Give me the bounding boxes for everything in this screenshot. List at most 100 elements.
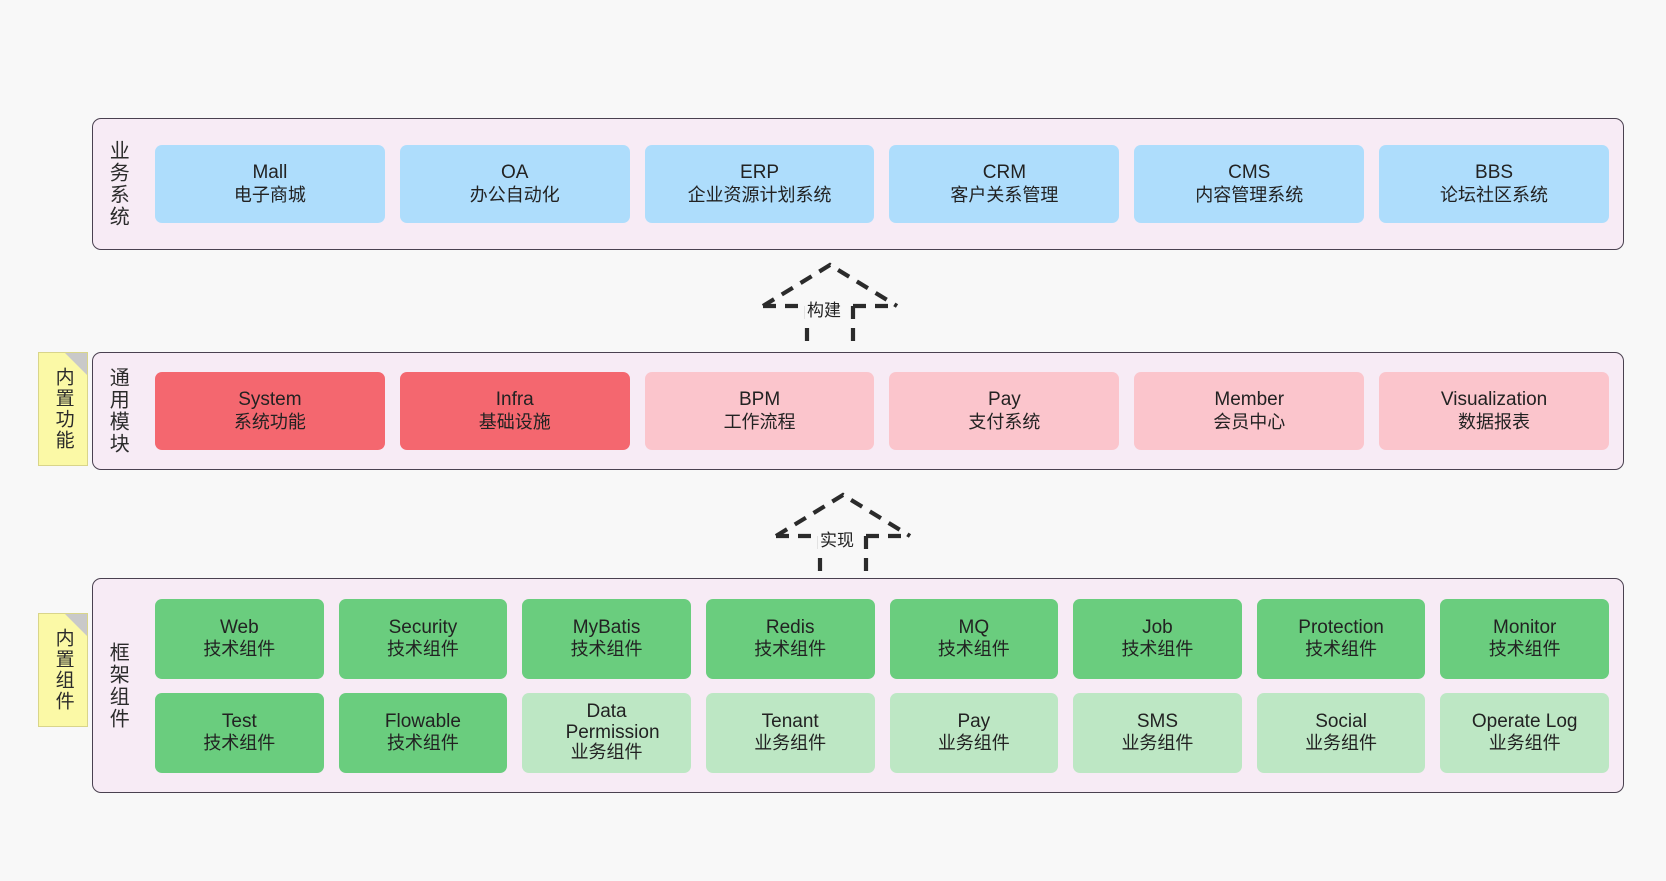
- node-subtitle: 技术组件: [754, 639, 827, 660]
- node-subtitle: 业务组件: [1121, 733, 1194, 754]
- node-subtitle: 数据报表: [1458, 411, 1531, 432]
- node-security[interactable]: Security 技术组件: [338, 598, 508, 679]
- node-title: OA: [501, 162, 529, 184]
- note-label: 内置组件: [52, 628, 74, 712]
- node-cms[interactable]: CMS 内容管理系统: [1134, 145, 1365, 223]
- node-social[interactable]: Social 业务组件: [1256, 692, 1426, 773]
- node-subtitle: 技术组件: [570, 639, 643, 660]
- node-subtitle: 支付系统: [968, 411, 1041, 432]
- node-title: Monitor: [1493, 616, 1557, 638]
- node-monitor[interactable]: Monitor 技术组件: [1440, 598, 1609, 679]
- node-protection[interactable]: Protection 技术组件: [1256, 598, 1426, 679]
- node-subtitle: 论坛社区系统: [1440, 184, 1549, 205]
- node-title: Test: [221, 710, 257, 732]
- node-member[interactable]: Member 会员中心: [1134, 372, 1365, 450]
- layer-framework-component: 框架组件 Web 技术组件 Security 技术组件 MyBatis 技术组件…: [92, 578, 1624, 793]
- node-title: Member: [1214, 389, 1285, 411]
- node-subtitle: 内容管理系统: [1195, 184, 1304, 205]
- node-subtitle: 基础设施: [478, 411, 551, 432]
- node-subtitle: 技术组件: [1121, 639, 1194, 660]
- node-test[interactable]: Test 技术组件: [155, 692, 324, 773]
- node-subtitle: 业务组件: [570, 742, 643, 763]
- connector-implement: 实现: [768, 492, 918, 578]
- node-title: BBS: [1475, 162, 1514, 184]
- node-infra[interactable]: Infra 基础设施: [399, 372, 630, 450]
- node-title: SMS: [1136, 710, 1179, 732]
- connector-build: 构建: [755, 262, 905, 348]
- note-builtin-function: 内置功能: [38, 352, 88, 466]
- node-subtitle: 工作流程: [723, 411, 796, 432]
- node-mall[interactable]: Mall 电子商城: [155, 145, 385, 223]
- node-subtitle: 技术组件: [1488, 639, 1561, 660]
- layer-row: System 系统功能 Infra 基础设施 BPM 工作流程 Pay 支付系统…: [155, 372, 1609, 450]
- connector-label-implement: 实现: [818, 526, 856, 551]
- node-web[interactable]: Web 技术组件: [155, 598, 324, 679]
- node-subtitle: 技术组件: [203, 639, 276, 660]
- node-subtitle: 技术组件: [1305, 639, 1378, 660]
- layer-common-module: 通用模块 System 系统功能 Infra 基础设施 BPM 工作流程 Pay…: [92, 352, 1624, 470]
- node-data-permission[interactable]: Data Permission 业务组件: [522, 692, 691, 773]
- node-operate-log[interactable]: Operate Log 业务组件: [1440, 692, 1609, 773]
- node-title: Job: [1142, 616, 1173, 638]
- layer-title-business-system: 业务系统: [106, 140, 129, 228]
- node-bpm[interactable]: BPM 工作流程: [644, 372, 875, 450]
- node-title: Flowable: [384, 710, 461, 732]
- node-title: Mall: [252, 162, 288, 184]
- node-title: BPM: [738, 389, 781, 411]
- node-subtitle: 业务组件: [754, 733, 827, 754]
- node-bbs[interactable]: BBS 论坛社区系统: [1379, 145, 1609, 223]
- node-tenant[interactable]: Tenant 业务组件: [705, 692, 875, 773]
- node-erp[interactable]: ERP 企业资源计划系统: [644, 145, 875, 223]
- node-title: Operate Log: [1471, 710, 1578, 732]
- node-oa[interactable]: OA 办公自动化: [399, 145, 630, 223]
- node-flowable[interactable]: Flowable 技术组件: [338, 692, 508, 773]
- node-title: Redis: [765, 616, 815, 638]
- layer-body-common-module: System 系统功能 Infra 基础设施 BPM 工作流程 Pay 支付系统…: [141, 353, 1623, 469]
- node-subtitle: 技术组件: [937, 639, 1010, 660]
- node-mybatis[interactable]: MyBatis 技术组件: [522, 598, 691, 679]
- node-title: Security: [388, 616, 458, 638]
- node-sms[interactable]: SMS 业务组件: [1073, 692, 1242, 773]
- note-label: 内置功能: [52, 367, 74, 451]
- node-title: MQ: [958, 616, 990, 638]
- node-crm[interactable]: CRM 客户关系管理: [889, 145, 1120, 223]
- node-title: Data Permission: [565, 700, 660, 743]
- node-title: Pay: [957, 710, 991, 732]
- note-builtin-component: 内置组件: [38, 613, 88, 727]
- node-title: Pay: [988, 389, 1021, 411]
- layer-title-common-module: 通用模块: [106, 367, 129, 455]
- node-subtitle: 技术组件: [386, 639, 459, 660]
- node-title: ERP: [740, 162, 780, 184]
- node-pay-component[interactable]: Pay 业务组件: [889, 692, 1059, 773]
- node-subtitle: 技术组件: [386, 733, 459, 754]
- node-subtitle: 系统功能: [233, 411, 306, 432]
- node-mq[interactable]: MQ 技术组件: [889, 598, 1059, 679]
- node-subtitle: 业务组件: [937, 733, 1010, 754]
- node-title: CMS: [1228, 162, 1271, 184]
- node-pay[interactable]: Pay 支付系统: [889, 372, 1120, 450]
- node-subtitle: 业务组件: [1488, 733, 1561, 754]
- node-subtitle: 办公自动化: [469, 184, 560, 205]
- layer-row: Mall 电子商城 OA 办公自动化 ERP 企业资源计划系统 CRM 客户关系…: [155, 145, 1609, 223]
- layer-row: Web 技术组件 Security 技术组件 MyBatis 技术组件 Redi…: [155, 598, 1609, 679]
- node-title: Tenant: [761, 710, 819, 732]
- node-job[interactable]: Job 技术组件: [1073, 598, 1242, 679]
- node-visualization[interactable]: Visualization 数据报表: [1379, 372, 1609, 450]
- layer-title-framework-component: 框架组件: [106, 641, 129, 730]
- node-title: System: [238, 389, 302, 411]
- node-title: Infra: [495, 389, 534, 411]
- node-title: Social: [1315, 710, 1367, 732]
- arrow-head-outline: [761, 262, 899, 308]
- node-subtitle: 电子商城: [233, 184, 306, 205]
- node-title: Protection: [1298, 616, 1384, 638]
- layer-row: Test 技术组件 Flowable 技术组件 Data Permission …: [155, 692, 1609, 773]
- node-system[interactable]: System 系统功能: [155, 372, 385, 450]
- node-subtitle: 客户关系管理: [950, 184, 1059, 205]
- node-title: CRM: [982, 162, 1027, 184]
- layer-body-business-system: Mall 电子商城 OA 办公自动化 ERP 企业资源计划系统 CRM 客户关系…: [141, 119, 1623, 249]
- node-redis[interactable]: Redis 技术组件: [705, 598, 875, 679]
- node-title: MyBatis: [572, 616, 641, 638]
- node-subtitle: 会员中心: [1213, 411, 1286, 432]
- node-subtitle: 企业资源计划系统: [687, 184, 832, 205]
